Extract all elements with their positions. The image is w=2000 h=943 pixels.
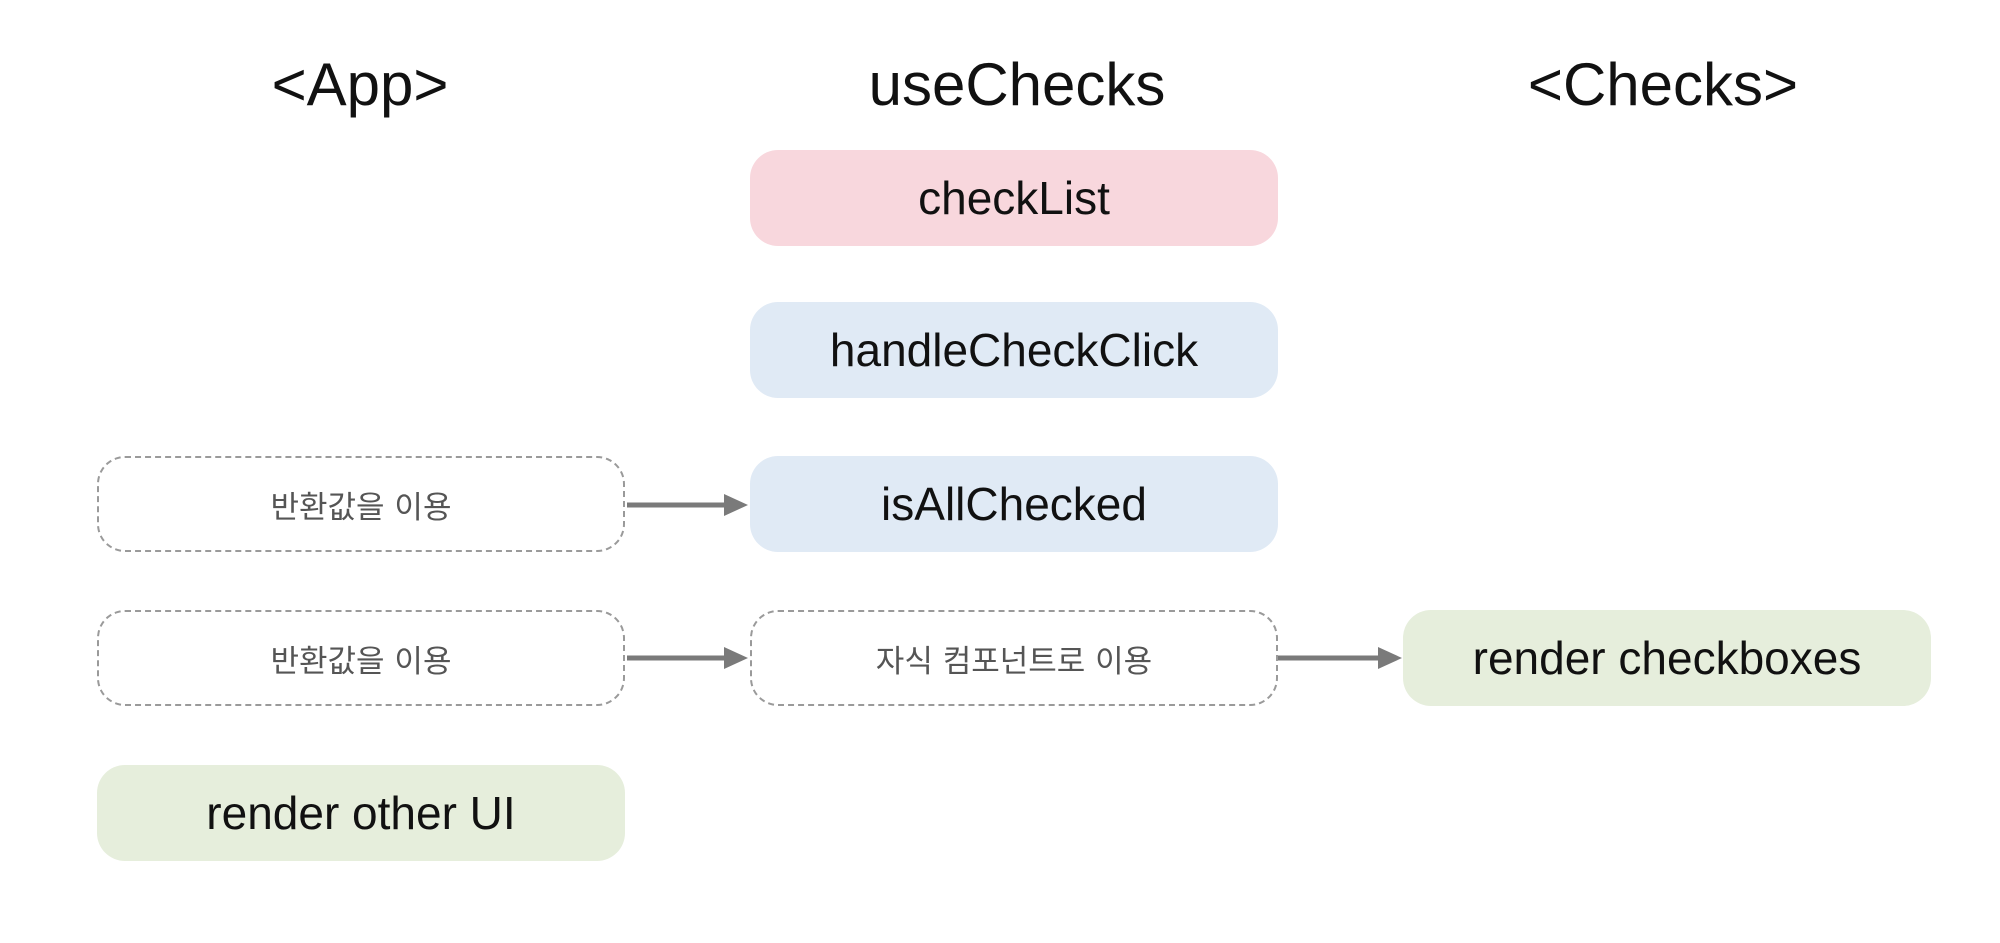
handle-check-click-box: handleCheckClick [750, 302, 1278, 398]
check-list-box: checkList [750, 150, 1278, 246]
check-list-label: checkList [918, 172, 1110, 224]
render-checkboxes-box: render checkboxes [1403, 610, 1931, 706]
render-checkboxes-label: render checkboxes [1472, 632, 1862, 684]
app-column-title: <App> [271, 51, 449, 118]
app-use-return-2: 반환값을 이용 [97, 610, 625, 706]
use-checks-column-title: useChecks [868, 51, 1166, 118]
app-use-return-1: 반환값을 이용 [97, 456, 625, 552]
handle-check-click-label: handleCheckClick [829, 324, 1199, 376]
render-other-ui-box: render other UI [97, 765, 625, 861]
app-use-return-2-label: 반환값을 이용 [270, 643, 452, 680]
checks-column-title: <Checks> [1527, 51, 1799, 118]
render-other-ui-label: render other UI [206, 787, 516, 839]
app-use-return-1-label: 반환값을 이용 [270, 489, 452, 526]
is-all-checked-box: isAllChecked [750, 456, 1278, 552]
arrowhead-app-to-is-all-checked [724, 494, 748, 516]
is-all-checked-label: isAllChecked [881, 478, 1147, 530]
child-component-usage-label: 자식 컴포넌트로 이용 [875, 643, 1153, 680]
child-component-usage-box: 자식 컴포넌트로 이용 [750, 610, 1278, 706]
arrowhead-app-to-child-usage [724, 647, 748, 669]
arrowhead-child-usage-to-render-checkboxes [1378, 647, 1402, 669]
